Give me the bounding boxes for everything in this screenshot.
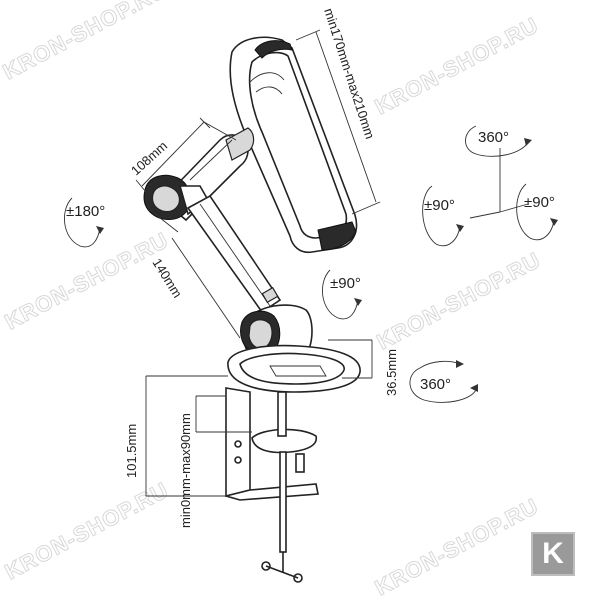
dim-arm-length: 108mm bbox=[128, 138, 170, 178]
rot-axis-top-label: 360° bbox=[478, 129, 509, 146]
watermark-text: KRON-SHOP.RU bbox=[371, 493, 543, 600]
dim-holder-range: min170mm-max210mm bbox=[321, 6, 377, 140]
long-arm bbox=[186, 194, 282, 314]
rot-mid-joint-label: ±90° bbox=[330, 275, 361, 292]
dim-clamp-range: min0mm-max90mm bbox=[178, 413, 193, 528]
dim-arm-long: 140mm bbox=[149, 256, 185, 301]
rotation-mid-joint: ±90° bbox=[322, 269, 362, 320]
base-plate bbox=[227, 344, 361, 393]
watermark-text: KRON-SHOP.RU bbox=[1, 477, 173, 584]
watermark-text: KRON-SHOP.RU bbox=[0, 0, 171, 84]
rot-base-label: 360° bbox=[420, 376, 451, 393]
dim-plate-height: 36.5mm bbox=[384, 349, 399, 396]
rotation-left-joint: ±180° bbox=[64, 197, 105, 248]
rot-axis-left-label: ±90° bbox=[424, 197, 455, 214]
c-clamp bbox=[222, 387, 319, 583]
rotation-base: 360° bbox=[409, 360, 478, 403]
axis-indicator: 360° ±90° ±90° bbox=[422, 125, 558, 247]
brand-logo: K bbox=[531, 532, 575, 576]
rot-axis-right-label: ±90° bbox=[524, 194, 555, 211]
watermark-text: KRON-SHOP.RU bbox=[373, 247, 545, 354]
watermark-text: KRON-SHOP.RU bbox=[371, 12, 543, 119]
brand-logo-letter: K bbox=[542, 537, 564, 570]
dimension-lines bbox=[135, 29, 381, 497]
rot-left-joint-label: ±180° bbox=[66, 203, 105, 220]
tablet-holder bbox=[229, 36, 358, 254]
watermark-text: KRON-SHOP.RU bbox=[1, 227, 173, 334]
dim-clamp-height: 101.5mm bbox=[124, 424, 139, 478]
